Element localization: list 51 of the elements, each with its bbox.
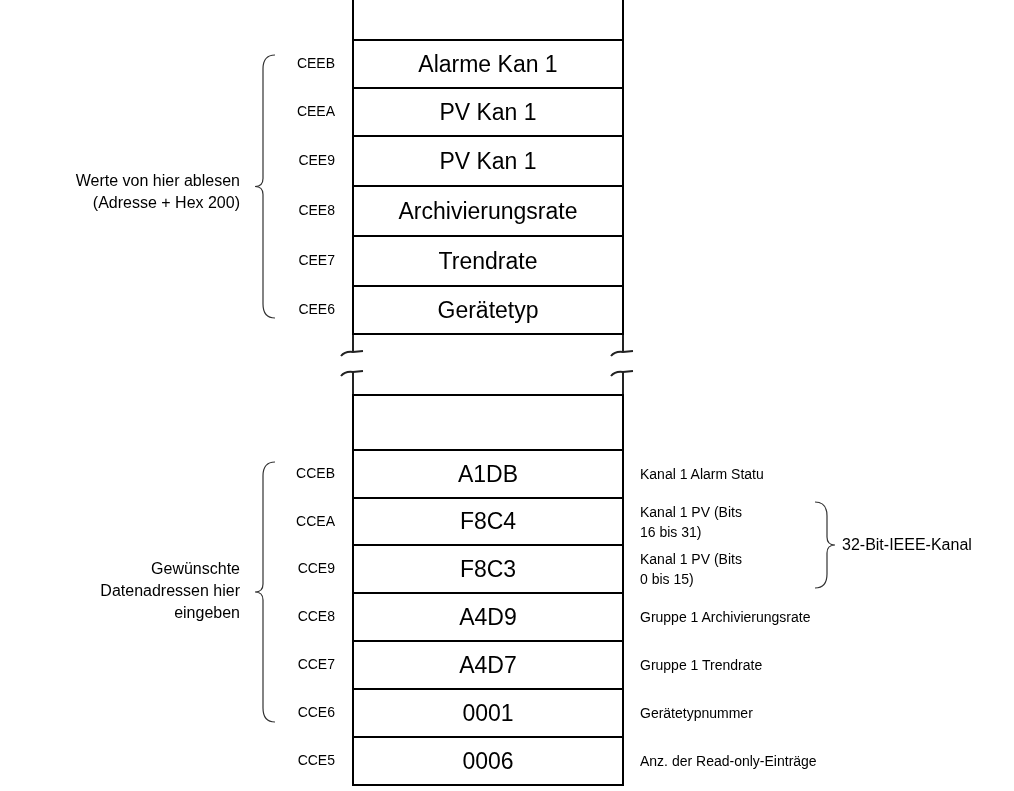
address-label: CCE6 (296, 703, 335, 721)
cell-value: F8C4 (459, 510, 517, 533)
address-label: CEE7 (297, 251, 335, 269)
memory-cell (352, 39, 624, 89)
cell-value: A1DB (457, 462, 519, 486)
cell-description: Gruppe 1 Trendrate (640, 656, 764, 675)
memory-cell (352, 688, 624, 738)
address-label: CCEB (295, 464, 335, 482)
cell-value: F8C3 (459, 557, 517, 581)
address-label: CEE9 (297, 151, 335, 169)
cell-description: Kanal 1 PV (Bits 0 bis 15) (640, 550, 743, 589)
cell-value: A4D7 (459, 653, 517, 677)
cell-value: Gerätetyp (437, 298, 539, 322)
empty-memory-cell (352, 394, 624, 451)
bracket-note: 32-Bit-IEEE-Kanal (842, 535, 973, 555)
cell-description: Anz. der Read-only-Einträge (640, 752, 818, 771)
memory-cell (352, 87, 624, 137)
memory-cell (352, 640, 624, 690)
memory-cell (352, 285, 624, 335)
address-label: CCE8 (296, 607, 335, 625)
cell-description: Gruppe 1 Archivierungsrate (640, 608, 812, 627)
cell-description: Gerätetypnummer (640, 704, 754, 723)
cell-value: Trendrate (438, 249, 538, 273)
cell-description: Kanal 1 PV (Bits 16 bis 31) (640, 502, 743, 542)
cell-value: 0006 (462, 749, 514, 773)
address-label: CEE8 (297, 201, 335, 219)
bracket-note: Gewünschte Datenadressen hier eingeben (99, 559, 240, 623)
memory-cell (352, 449, 624, 499)
memory-cell (352, 135, 624, 187)
address-label: CCE7 (296, 655, 335, 673)
address-label: CCE5 (296, 751, 335, 769)
memory-cell (352, 592, 624, 642)
memory-cell (352, 235, 624, 287)
memory-cell (352, 736, 624, 786)
cell-value: 0001 (462, 701, 514, 725)
cell-value: Archivierungsrate (398, 199, 578, 223)
memory-cell (352, 497, 624, 546)
empty-memory-cell (352, 0, 624, 41)
address-label: CCEA (295, 511, 335, 530)
address-label: CCE9 (296, 559, 335, 577)
cell-value: A4D9 (459, 605, 517, 629)
memory-cell (352, 544, 624, 594)
address-label: CEEB (295, 54, 335, 72)
address-label: CEE6 (297, 300, 335, 318)
cell-value: Alarme Kan 1 (418, 52, 558, 76)
cell-value: PV Kan 1 (439, 100, 537, 124)
cell-description: Kanal 1 Alarm Statu (640, 465, 765, 484)
memory-cell (352, 185, 624, 237)
address-label: CEEA (295, 102, 335, 120)
bracket-note: Werte von hier ablesen (Adresse + Hex 200) (74, 171, 240, 213)
cell-value: PV Kan 1 (439, 149, 537, 173)
